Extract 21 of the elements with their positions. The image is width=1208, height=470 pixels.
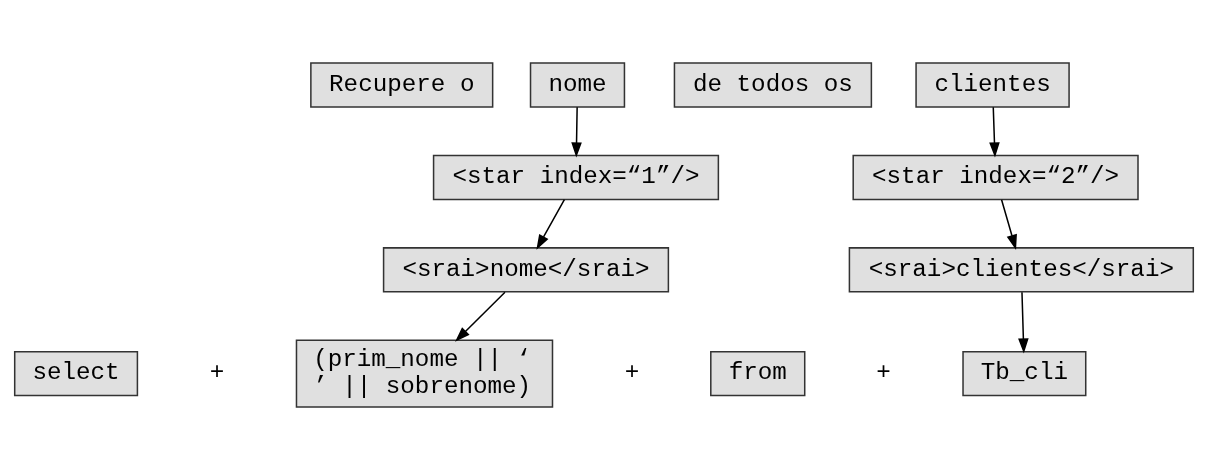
node-box: select — [13, 350, 139, 397]
node-box: from — [710, 350, 806, 397]
arrow — [536, 198, 566, 250]
node-box: clientes — [915, 62, 1070, 108]
node-box: de todos os — [673, 62, 873, 108]
node-box: <star index=“1”/> — [432, 154, 720, 201]
node-box: <srai>clientes</srai> — [848, 247, 1195, 293]
arrow — [571, 106, 582, 158]
node-box: Tb_cli — [962, 350, 1087, 397]
node-box: nome — [529, 62, 626, 108]
arrow — [1000, 198, 1017, 250]
label: + — [876, 359, 891, 387]
node-box: (prim_nome || ‘ ’ || sobrenome) — [295, 339, 554, 408]
label: + — [209, 359, 225, 387]
arrow — [455, 291, 506, 342]
arrow — [989, 106, 1000, 158]
arrow — [1018, 291, 1029, 354]
node-box: Recupere o — [310, 62, 494, 108]
label: + — [624, 359, 640, 387]
node-box: <srai>nome</srai> — [382, 247, 670, 293]
node-box: <star index=“2”/> — [852, 154, 1139, 201]
